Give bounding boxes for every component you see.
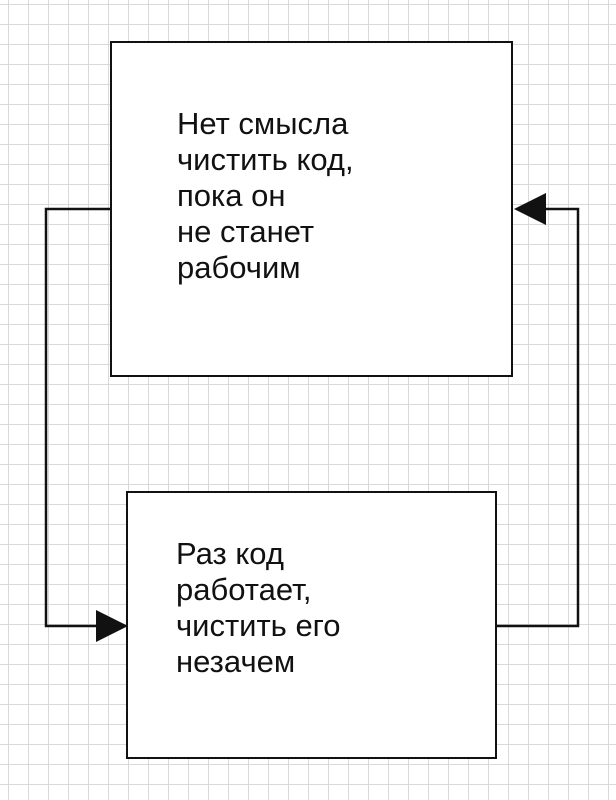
bottom-box: Раз код работает, чистить его незачем: [126, 491, 497, 759]
arrowhead-into-top-box: [514, 193, 546, 225]
top-box: Нет смысла чистить код, пока он не стане…: [110, 41, 513, 377]
arrowhead-into-bottom-box: [96, 610, 128, 642]
connector-top-to-bottom: [44, 207, 110, 628]
top-box-text: Нет смысла чистить код, пока он не стане…: [177, 106, 354, 285]
bottom-box-text: Раз код работает, чистить его незачем: [176, 536, 341, 679]
connector-bottom-to-top: [497, 207, 580, 628]
